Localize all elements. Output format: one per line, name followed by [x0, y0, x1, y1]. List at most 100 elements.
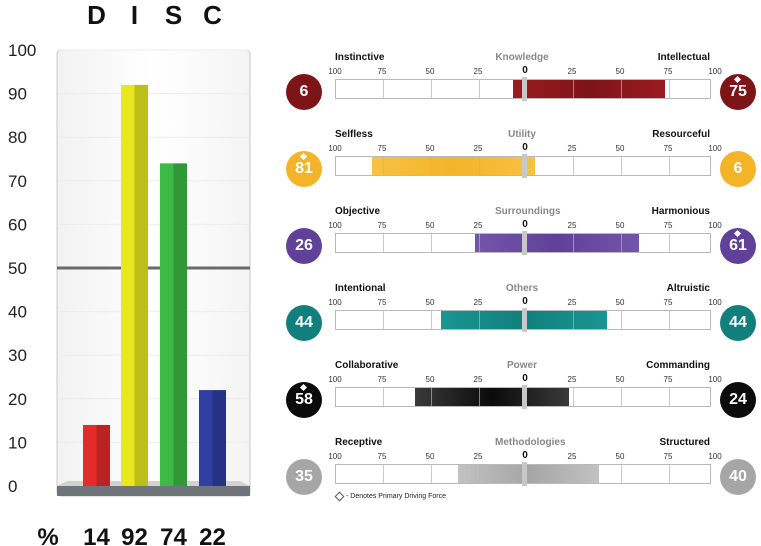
- scale-tick: 75: [377, 375, 387, 384]
- right-score-badge: 24: [720, 382, 756, 418]
- left-score: 35: [295, 468, 313, 485]
- center-mark: [522, 77, 527, 101]
- bar-gridline: [431, 311, 432, 329]
- bar-gridline: [573, 80, 574, 98]
- bar-track: [335, 231, 711, 255]
- bar-gridline: [573, 311, 574, 329]
- scale-tick: 0: [522, 219, 528, 230]
- scale-tick: 50: [425, 298, 435, 307]
- diamond-icon: [299, 152, 308, 161]
- y-tick-label: 90: [8, 85, 27, 104]
- right-score: 24: [729, 391, 747, 408]
- right-score: 40: [729, 468, 747, 485]
- scale-tick: 25: [473, 452, 483, 461]
- right-label: Resourceful: [652, 129, 710, 140]
- bar-gridline: [383, 157, 384, 175]
- bar-gridline: [431, 234, 432, 252]
- scale-tick: 50: [425, 144, 435, 153]
- right-label: Harmonious: [651, 206, 710, 217]
- bar-fill: [458, 465, 600, 483]
- left-label: Selfless: [335, 129, 373, 140]
- scale-tick: 0: [522, 296, 528, 307]
- motivator-name: Surroundings: [495, 206, 561, 217]
- left-score: 44: [295, 314, 313, 331]
- bar-fill: [475, 234, 639, 252]
- bar-gridline: [479, 465, 480, 483]
- category-label-c: C: [203, 0, 222, 30]
- chart-base: [57, 486, 250, 496]
- scale-tick: 25: [567, 375, 577, 384]
- scale-tick: 100: [708, 221, 722, 230]
- bar-gridline: [573, 234, 574, 252]
- scale-tick: 75: [663, 298, 673, 307]
- bar-gridline: [479, 388, 480, 406]
- y-tick-label: 0: [8, 477, 17, 496]
- left-label: Objective: [335, 206, 381, 217]
- bar-gridline: [573, 157, 574, 175]
- y-tick-label: 20: [8, 390, 27, 409]
- y-tick-label: 80: [8, 128, 27, 147]
- legend-note: - Denotes Primary Driving Force: [346, 493, 446, 500]
- bar-gridline: [669, 311, 670, 329]
- diamond-icon: [733, 229, 742, 238]
- motivator-name: Knowledge: [495, 52, 549, 63]
- bar-gridline: [431, 465, 432, 483]
- bar-gridline: [431, 388, 432, 406]
- y-tick-label: 60: [8, 215, 27, 234]
- scale-tick: 0: [522, 373, 528, 384]
- left-label: Intentional: [335, 283, 386, 294]
- left-label: Collaborative: [335, 360, 399, 371]
- bar-gridline: [479, 311, 480, 329]
- scale-tick: 75: [663, 375, 673, 384]
- scale-tick: 100: [328, 298, 342, 307]
- scale-tick: 75: [377, 67, 387, 76]
- left-score-badge: 81: [286, 151, 322, 187]
- right-label: Intellectual: [657, 52, 710, 63]
- value-label-s: 74: [160, 524, 187, 546]
- scale-tick: 50: [615, 375, 625, 384]
- scale-tick: 100: [708, 298, 722, 307]
- bar-track: [335, 77, 711, 101]
- right-score-badge: 40: [720, 459, 756, 495]
- motivator-name: Utility: [508, 129, 536, 140]
- scale-tick: 50: [615, 144, 625, 153]
- bar-gridline: [383, 311, 384, 329]
- diamond-icon: [299, 383, 308, 392]
- bar-fill: [371, 157, 536, 175]
- left-score: 81: [295, 160, 313, 177]
- y-tick-label: 70: [8, 172, 27, 191]
- right-score: 44: [729, 314, 747, 331]
- bar-gridline: [621, 234, 622, 252]
- bar-gridline: [573, 388, 574, 406]
- right-score: 75: [729, 83, 747, 100]
- right-score: 6: [733, 160, 743, 177]
- bar-gridline: [621, 157, 622, 175]
- bar-gridline: [431, 157, 432, 175]
- left-label: Receptive: [335, 437, 383, 448]
- bar-gridline: [383, 465, 384, 483]
- y-tick-label: 100: [8, 41, 36, 60]
- bar-track: [335, 385, 711, 409]
- scale-tick: 0: [522, 142, 528, 153]
- bar-gridline: [669, 234, 670, 252]
- scale-tick: 25: [473, 375, 483, 384]
- scale-tick: 25: [473, 221, 483, 230]
- bar-gridline: [669, 388, 670, 406]
- percent-label: %: [37, 524, 58, 546]
- bar-gridline: [383, 388, 384, 406]
- scale-tick: 100: [708, 67, 722, 76]
- scale-tick: 25: [567, 452, 577, 461]
- scale-tick: 50: [425, 67, 435, 76]
- value-label-d: 14: [83, 524, 110, 546]
- bar-gridline: [431, 80, 432, 98]
- right-label: Altruistic: [666, 283, 710, 294]
- scale-tick: 75: [377, 221, 387, 230]
- y-tick-label: 40: [8, 303, 27, 322]
